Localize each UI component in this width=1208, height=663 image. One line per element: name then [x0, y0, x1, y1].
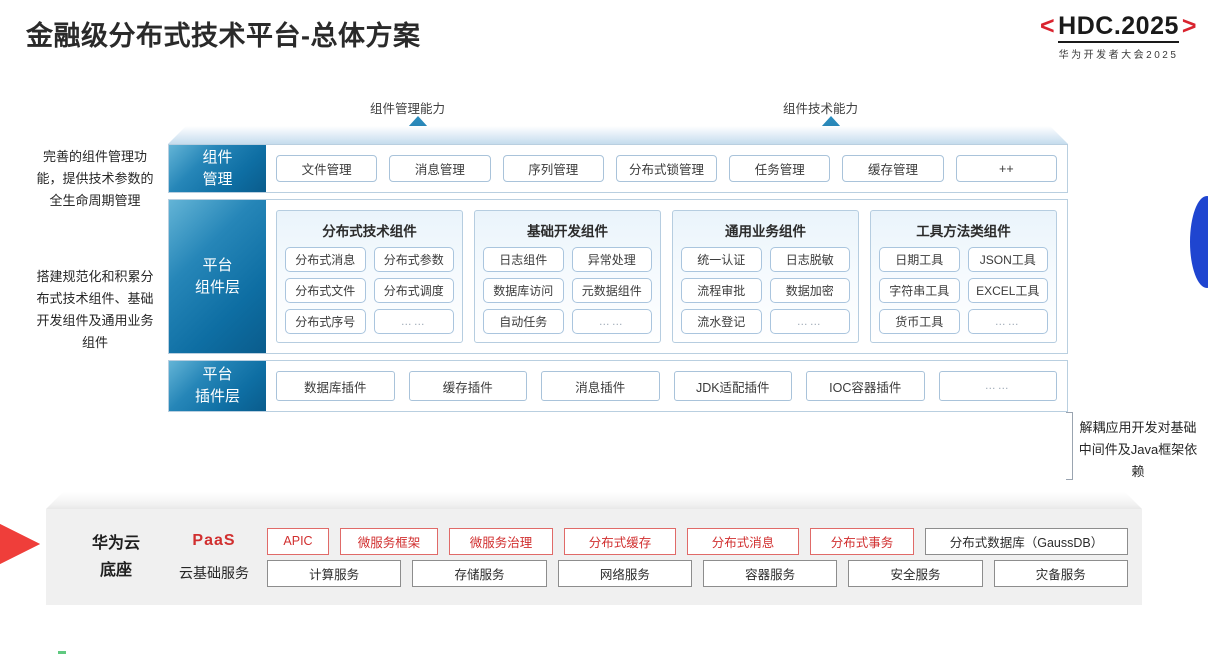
cloud-row-label-base-service: 云基础服务 [179, 565, 249, 581]
green-marker-dot [58, 651, 66, 654]
cell-item[interactable]: 自动任务 [483, 309, 564, 334]
chip-distributed-lock-management[interactable]: 分布式锁管理 [615, 155, 718, 182]
hdc-logo-subtitle: 华为开发者大会2025 [1058, 50, 1179, 61]
architecture-stack: 组件 管理 文件管理 消息管理 序列管理 分布式锁管理 任务管理 缓存管理 ++… [168, 144, 1068, 418]
logo-text: HDC.2025 [1058, 12, 1179, 43]
cell-item[interactable]: JSON工具 [967, 247, 1048, 272]
cloud-foundation-title: 华为云 底座 [91, 535, 140, 579]
cell-item[interactable]: 统一认证 [681, 247, 762, 272]
plugin-ioc-container[interactable]: IOC容器插件 [806, 371, 925, 401]
group-title: 工具方法类组件 [916, 224, 1011, 239]
page-title: 金融级分布式技术平台-总体方案 [26, 21, 421, 51]
group-tool-method-components: 工具方法类组件 日期工具 JSON工具 字符串工具 EXCEL工具 货币工具 …… [870, 210, 1057, 343]
cell-item[interactable]: 分布式序号 [285, 309, 366, 334]
component-group-container: 分布式技术组件 分布式消息 分布式参数 分布式文件 分布式调度 分布式序号 ……… [276, 210, 1057, 343]
group-common-business-components: 通用业务组件 统一认证 日志脱敏 流程审批 数据加密 流水登记 …… [672, 210, 859, 343]
paas-chip-apic[interactable]: APIC [267, 527, 329, 555]
paas-chip-distributed-cache[interactable]: 分布式缓存 [564, 527, 676, 555]
base-chip-compute[interactable]: 计算服务 [267, 559, 402, 587]
chip-file-management[interactable]: 文件管理 [276, 155, 378, 182]
cell-item[interactable]: 分布式参数 [373, 247, 454, 272]
group-title: 分布式技术组件 [322, 224, 417, 239]
cell-item-more[interactable]: …… [373, 309, 454, 334]
layer-platform-component: 平台 组件层 分布式技术组件 分布式消息 分布式参数 分布式文件 分布式调度 分… [168, 199, 1068, 354]
huawei-cloud-foundation: 华为云 底座 PaaS APIC 微服务框架 微服务治理 分布式缓存 分布式消息… [46, 509, 1142, 605]
cell-item[interactable]: EXCEL工具 [967, 278, 1048, 303]
blue-decoration-shape [1190, 196, 1208, 288]
layer-label-platform-component: 平台 组件层 [169, 200, 266, 353]
cell-item-more[interactable]: …… [967, 309, 1048, 334]
paas-chip-microservice-governance[interactable]: 微服务治理 [449, 527, 553, 555]
layer-platform-plugin: 平台 插件层 数据库插件 缓存插件 消息插件 JDK适配插件 IOC容器插件 …… [168, 360, 1068, 412]
plugin-jdk-adapter[interactable]: JDK适配插件 [673, 371, 792, 401]
cell-item[interactable]: 日志组件 [483, 247, 564, 272]
cell-item[interactable]: 数据库访问 [483, 278, 564, 303]
base-chip-disaster-recovery[interactable]: 灾备服务 [993, 559, 1128, 587]
chip-sequence-management[interactable]: 序列管理 [502, 155, 604, 182]
cell-item[interactable]: 数据加密 [769, 278, 850, 303]
group-distributed-tech-components: 分布式技术组件 分布式消息 分布式参数 分布式文件 分布式调度 分布式序号 …… [276, 210, 463, 343]
red-wedge-decoration [0, 505, 40, 583]
cell-item[interactable]: 分布式消息 [285, 247, 366, 272]
chip-task-management[interactable]: 任务管理 [729, 155, 831, 182]
side-note-left-top: 完善的组件管理功能，提供技术参数的全生命周期管理 [36, 149, 154, 208]
paas-chip-distributed-transaction[interactable]: 分布式事务 [810, 527, 914, 555]
right-brace [1066, 412, 1073, 480]
paas-chip-microservice-framework[interactable]: 微服务框架 [340, 527, 438, 555]
group-title: 通用业务组件 [725, 224, 806, 239]
cell-item[interactable]: 分布式调度 [373, 278, 454, 303]
logo-right-bracket: > [1181, 12, 1197, 40]
stack-top-bevel [168, 126, 1068, 144]
layer-label-platform-plugin: 平台 插件层 [169, 361, 266, 411]
cell-item[interactable]: 日志脱敏 [769, 247, 850, 272]
side-note-left-bottom: 搭建规范化和积累分布式技术组件、基础开发组件及通用业务组件 [36, 269, 154, 350]
cell-item[interactable]: 流水登记 [681, 309, 762, 334]
cell-item[interactable]: 元数据组件 [571, 278, 652, 303]
layer-label-component-management: 组件 管理 [169, 145, 266, 192]
cloud-row-base-service: 云基础服务 计算服务 存储服务 网络服务 容器服务 安全服务 灾备服务 [172, 559, 1128, 587]
cell-item-more[interactable]: …… [571, 309, 652, 334]
cloud-top-bevel [46, 492, 1142, 509]
callout-label-component-management: 组件管理能力 [370, 102, 446, 116]
cell-item[interactable]: 字符串工具 [879, 278, 960, 303]
layer-component-management: 组件 管理 文件管理 消息管理 序列管理 分布式锁管理 任务管理 缓存管理 ++ [168, 144, 1068, 193]
paas-chip-distributed-database[interactable]: 分布式数据库（GaussDB） [925, 527, 1128, 555]
callout-label-component-technology: 组件技术能力 [783, 102, 859, 116]
side-note-right: 解耦应用开发对基础中间件及Java框架依赖 [1078, 420, 1198, 479]
cell-item[interactable]: 日期工具 [879, 247, 960, 272]
chip-cache-management[interactable]: 缓存管理 [842, 155, 944, 182]
plugin-more[interactable]: …… [938, 371, 1057, 401]
base-chip-container[interactable]: 容器服务 [702, 559, 838, 587]
cell-item[interactable]: 货币工具 [879, 309, 960, 334]
hdc-logo: <HDC.2025> 华为开发者大会2025 [1037, 12, 1200, 61]
cloud-row-label-paas: PaaS [192, 532, 236, 549]
base-chip-network[interactable]: 网络服务 [557, 559, 692, 587]
cell-item-more[interactable]: …… [769, 309, 850, 334]
chip-more[interactable]: ++ [955, 155, 1057, 182]
base-chip-storage[interactable]: 存储服务 [412, 559, 547, 587]
cell-item[interactable]: 分布式文件 [285, 278, 366, 303]
plugin-message[interactable]: 消息插件 [541, 371, 660, 401]
base-chip-security[interactable]: 安全服务 [848, 559, 983, 587]
component-management-chip-row: 文件管理 消息管理 序列管理 分布式锁管理 任务管理 缓存管理 ++ [276, 155, 1057, 182]
paas-chip-distributed-message[interactable]: 分布式消息 [687, 527, 799, 555]
cell-item[interactable]: 流程审批 [681, 278, 762, 303]
chip-message-management[interactable]: 消息管理 [389, 155, 491, 182]
cell-item[interactable]: 异常处理 [571, 247, 652, 272]
cloud-row-paas: PaaS APIC 微服务框架 微服务治理 分布式缓存 分布式消息 分布式事务 … [172, 527, 1128, 555]
group-basic-dev-components: 基础开发组件 日志组件 异常处理 数据库访问 元数据组件 自动任务 …… [474, 210, 661, 343]
hdc-logo-main: <HDC.2025> [1037, 12, 1200, 43]
group-title: 基础开发组件 [527, 224, 608, 239]
plugin-chip-row: 数据库插件 缓存插件 消息插件 JDK适配插件 IOC容器插件 …… [276, 371, 1057, 401]
plugin-database[interactable]: 数据库插件 [276, 371, 395, 401]
logo-left-bracket: < [1040, 12, 1056, 40]
plugin-cache[interactable]: 缓存插件 [408, 371, 527, 401]
